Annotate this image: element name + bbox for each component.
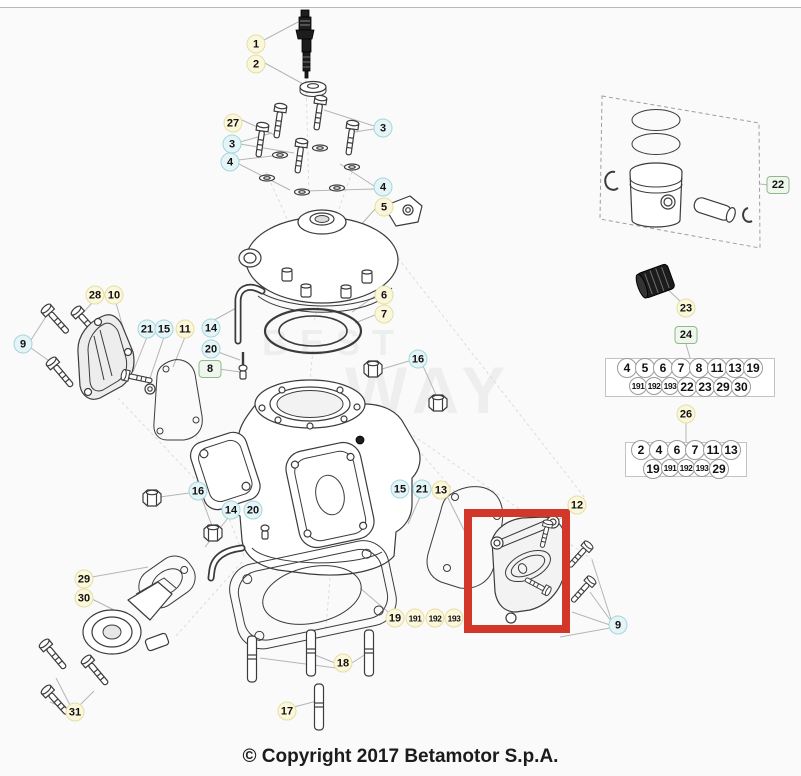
bleeder-screw (238, 352, 248, 380)
callout-4[interactable]: 4 (220, 152, 240, 172)
callout-26[interactable]: 26 (676, 404, 696, 424)
callout-31[interactable]: 31 (65, 702, 85, 722)
callout-21[interactable]: 21 (137, 319, 157, 339)
plug-seat (299, 80, 327, 97)
callout-9[interactable]: 9 (13, 334, 33, 354)
kit-24-item-23: 23 (695, 377, 715, 397)
cylinder (189, 379, 421, 576)
kit-24-item-5: 5 (635, 358, 655, 378)
callout-15[interactable]: 15 (154, 319, 174, 339)
needle-bearing (635, 263, 675, 299)
callout-27[interactable]: 27 (223, 113, 243, 133)
callout-22[interactable]: 22 (766, 176, 790, 194)
left-cover-gasket (153, 359, 203, 441)
left-valve-cover (77, 314, 135, 400)
kit-24-item-6: 6 (653, 358, 673, 378)
callout-11[interactable]: 11 (175, 319, 195, 339)
callout-19[interactable]: 19 (385, 608, 405, 628)
kit-26-item-13: 13 (721, 440, 741, 460)
kit-24-item-7: 7 (671, 358, 691, 378)
callout-29[interactable]: 29 (74, 569, 94, 589)
callout-18[interactable]: 18 (333, 653, 353, 673)
kit-26-item-29: 29 (709, 459, 729, 479)
callout-12[interactable]: 12 (567, 495, 587, 515)
callout-191[interactable]: 191 (405, 608, 425, 628)
kit-24-item-13: 13 (725, 358, 745, 378)
callout-9[interactable]: 9 (608, 615, 628, 635)
kit-24-item-22: 22 (677, 377, 697, 397)
callout-14[interactable]: 14 (221, 500, 241, 520)
callout-23[interactable]: 23 (676, 298, 696, 318)
callout-2[interactable]: 2 (246, 54, 266, 74)
coolant-hose (234, 283, 266, 345)
base-gasket (229, 540, 397, 650)
callout-6[interactable]: 6 (374, 285, 394, 305)
callout-4[interactable]: 4 (373, 177, 393, 197)
piston-kit (599, 95, 761, 249)
callout-3[interactable]: 3 (373, 118, 393, 138)
callout-20[interactable]: 20 (201, 339, 221, 359)
callout-28[interactable]: 28 (85, 285, 105, 305)
cover-bolt-washer (119, 368, 156, 395)
kit-24-item-4: 4 (617, 358, 637, 378)
kit-26-item-192: 192 (677, 459, 695, 477)
callout-14[interactable]: 14 (201, 318, 221, 338)
callout-193[interactable]: 193 (444, 608, 464, 628)
kit-26-item-191: 191 (661, 459, 679, 477)
kit-24-item-192: 192 (645, 377, 663, 395)
kit-24-item-11: 11 (707, 358, 727, 378)
callout-8[interactable]: 8 (198, 360, 222, 378)
construction-lines (117, 79, 597, 637)
right-valve-cover (490, 515, 567, 624)
studs (246, 629, 375, 731)
spark-plug (295, 9, 315, 79)
exhaust-valve-assembly (82, 577, 177, 655)
kit-26-item-4: 4 (649, 440, 669, 460)
kit-26-item-6: 6 (667, 440, 687, 460)
callout-17[interactable]: 17 (277, 701, 297, 721)
callout-7[interactable]: 7 (374, 304, 394, 324)
highlight-box (464, 509, 570, 633)
kit-24-item-191: 191 (629, 377, 647, 395)
lower-bleeder (260, 524, 270, 540)
callout-1[interactable]: 1 (246, 34, 266, 54)
callout-21[interactable]: 21 (412, 479, 432, 499)
callout-5[interactable]: 5 (374, 197, 394, 217)
kit-26-item-19: 19 (643, 459, 663, 479)
top-divider (0, 0, 801, 8)
kit-24-item-30: 30 (731, 377, 751, 397)
kit-26-item-7: 7 (685, 440, 705, 460)
callout-192[interactable]: 192 (425, 608, 445, 628)
callout-3[interactable]: 3 (222, 134, 242, 154)
callout-30[interactable]: 30 (74, 588, 94, 608)
kit-24-item-8: 8 (689, 358, 709, 378)
copyright-text: © Copyright 2017 Betamotor S.p.A. (242, 746, 559, 767)
callout-24[interactable]: 24 (674, 326, 698, 344)
kit-26-item-11: 11 (703, 440, 723, 460)
kit-26-item-2: 2 (631, 440, 651, 460)
callout-16[interactable]: 16 (408, 349, 428, 369)
head-orings (263, 307, 363, 355)
callout-13[interactable]: 13 (431, 480, 451, 500)
callout-20[interactable]: 20 (243, 500, 263, 520)
kit-24-item-29: 29 (713, 377, 733, 397)
callout-15[interactable]: 15 (390, 479, 410, 499)
kit-24-item-19: 19 (743, 358, 763, 378)
callout-10[interactable]: 10 (104, 285, 124, 305)
callout-16[interactable]: 16 (188, 481, 208, 501)
head-bolts (251, 94, 361, 196)
cylinder-head (238, 195, 423, 313)
lower-hose (207, 544, 246, 582)
